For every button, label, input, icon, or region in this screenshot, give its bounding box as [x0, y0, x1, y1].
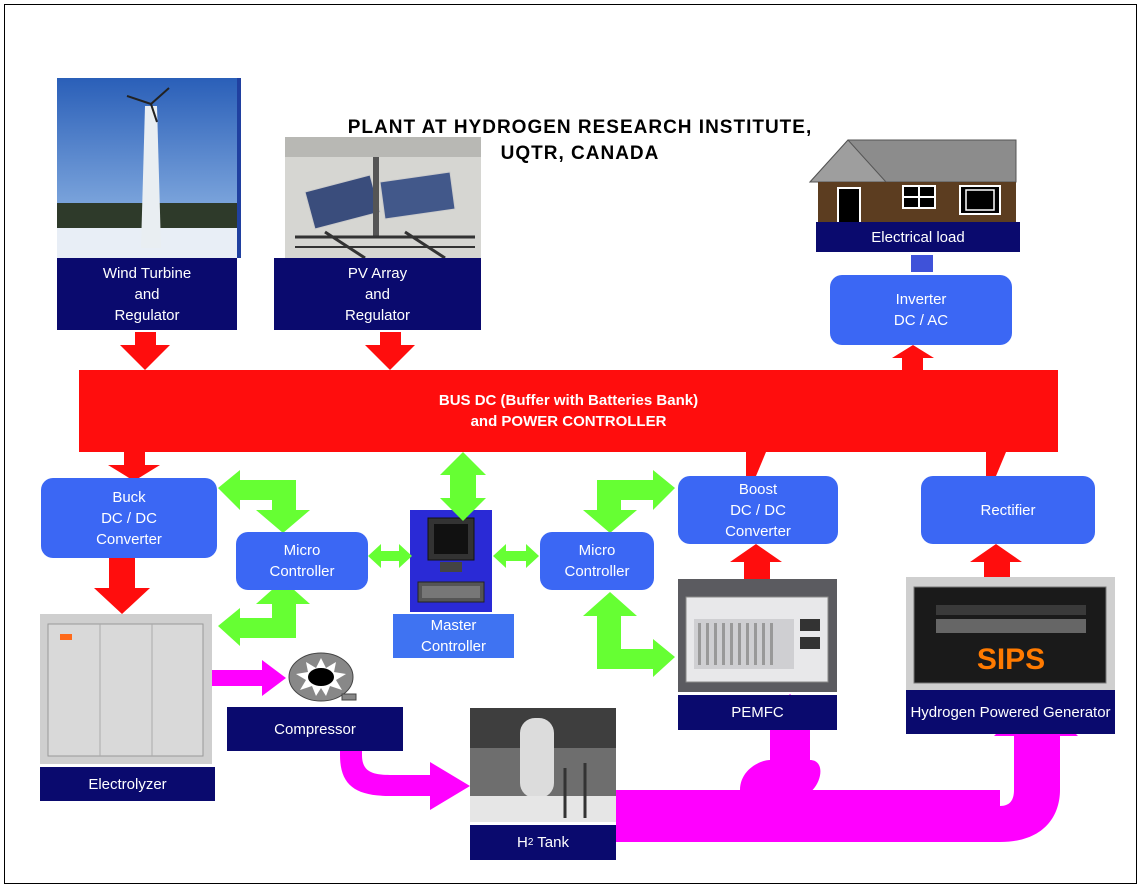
boost-converter-box: Boost DC / DC Converter — [678, 476, 838, 544]
signal-flow-arrows — [218, 452, 675, 677]
micro-controller-left: Micro Controller — [236, 532, 368, 590]
hydrogen-flow-arrows — [212, 660, 1078, 842]
sips-logo-text: SIPS — [977, 643, 1045, 676]
wind-turbine-photo — [57, 78, 241, 258]
h2-tank-label-tank: Tank — [533, 834, 569, 851]
compressor-icon — [286, 650, 358, 705]
h2-tank-label-h: H — [517, 834, 528, 851]
bus-dc-power-controller: BUS DC (Buffer with Batteries Bank) and … — [79, 370, 1058, 452]
pemfc-photo — [678, 579, 837, 692]
inverter-box: Inverter DC / AC — [830, 275, 1012, 345]
pv-array-photo — [285, 137, 481, 258]
micro-controller-right: Micro Controller — [540, 532, 654, 590]
pv-array-label: PV Array and Regulator — [274, 258, 481, 330]
load-connector — [911, 255, 933, 272]
h2-tank-photo — [470, 708, 616, 822]
electrolyzer-photo — [40, 614, 212, 764]
electrolyzer-label: Electrolyzer — [40, 767, 215, 801]
house-icon — [808, 138, 1018, 223]
master-controller-label: Master Controller — [393, 614, 514, 658]
generator-photo: SIPS — [906, 577, 1115, 694]
diagram-frame — [4, 4, 1137, 884]
wind-turbine-label: Wind Turbine and Regulator — [57, 258, 237, 330]
h2-tank-label-subscript: 2 — [527, 836, 534, 848]
generator-label: Hydrogen Powered Generator — [906, 690, 1115, 734]
master-controller-computer-icon — [410, 510, 492, 612]
diagram-title: PLANT AT HYDROGEN RESEARCH INSTITUTE, UQ… — [347, 117, 813, 164]
electrical-load-label: Electrical load — [816, 222, 1020, 252]
rectifier-box: Rectifier — [921, 476, 1095, 544]
buck-converter-box: Buck DC / DC Converter — [41, 478, 217, 558]
pemfc-label: PEMFC — [678, 695, 837, 730]
compressor-label: Compressor — [227, 707, 403, 751]
